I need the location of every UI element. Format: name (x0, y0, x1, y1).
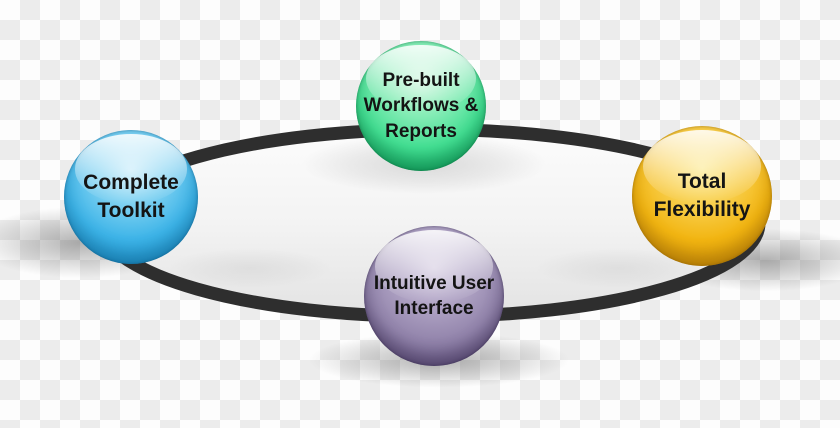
label-line: Intuitive User (373, 272, 495, 294)
node-label: Pre-built Workflows & Reports (364, 68, 479, 143)
label-line: Pre-built (382, 70, 460, 92)
node-pre-built-workflows-reports: Pre-built Workflows & Reports (356, 41, 486, 171)
label-line: Complete (83, 171, 179, 195)
label-line: Reports (385, 120, 457, 142)
label-line: Workflows & (363, 95, 479, 117)
label-line: Total (677, 170, 727, 194)
inner-shadow-right (536, 248, 700, 288)
label-line: Interface (394, 298, 474, 319)
node-label: Total Flexibility (654, 168, 751, 223)
node-intuitive-user-interface: Intuitive User Interface (364, 226, 504, 366)
node-label: Complete Toolkit (83, 169, 179, 224)
node-complete-toolkit: Complete Toolkit (64, 130, 198, 264)
label-line: Toolkit (97, 199, 165, 222)
node-total-flexibility: Total Flexibility (632, 126, 772, 266)
inner-shadow-left (168, 248, 332, 288)
label-line: Flexibility (653, 198, 751, 221)
node-label: Intuitive User Interface (374, 271, 494, 321)
